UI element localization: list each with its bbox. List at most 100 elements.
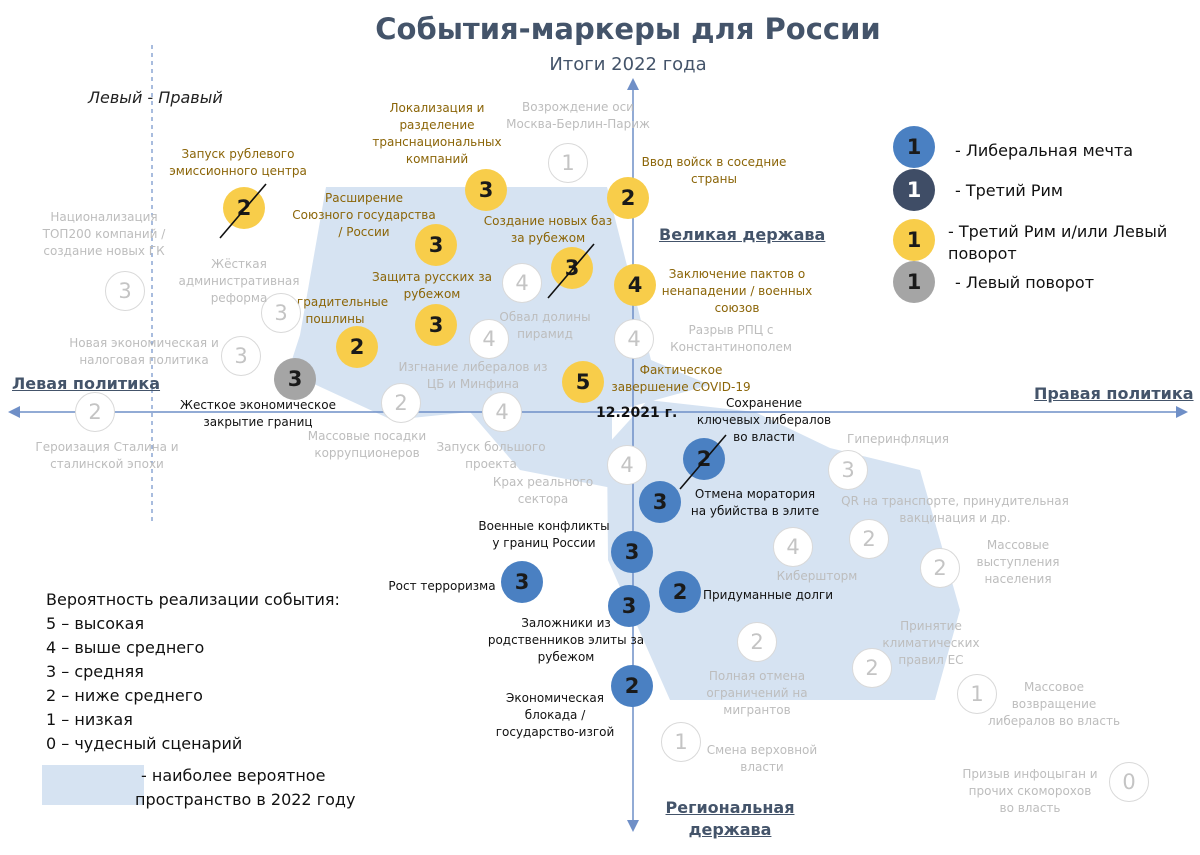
event-label-church-split: Разрыв РПЦ с Константинополем [611, 322, 851, 356]
event-marker-border-closing: 3 [274, 358, 316, 400]
axis-arrow-right [1176, 406, 1188, 418]
legend-circle-liberal: 1 [893, 126, 935, 168]
probability-item-1: 1 – низкая [46, 710, 133, 729]
event-label-line: Локализация и [389, 101, 485, 115]
event-label-line: у границ России [492, 536, 596, 550]
event-label-line: Разрыв РПЦ с [688, 323, 774, 337]
probability-item-3: 3 – средняя [46, 662, 144, 681]
event-label-line: налоговая политика [79, 353, 209, 367]
legend-circle-left-turn: 1 [893, 261, 935, 303]
axis-label-top: Великая держава [659, 225, 826, 244]
page-subtitle: Итоги 2022 года [549, 54, 707, 75]
event-label-line: Ввод войск в соседние [641, 155, 787, 169]
event-label-line: компаний [405, 152, 469, 166]
event-label-line: Фактическое [639, 363, 723, 377]
event-marker-expel-liberals: 4 [469, 319, 509, 359]
event-label-line: Заложники из [521, 616, 611, 630]
event-label-line: рубежом [403, 287, 461, 301]
event-label-line: Создание новых баз [483, 214, 613, 228]
event-label-line: Жёсткая [211, 257, 267, 271]
space-legend-line1: - наиболее вероятное [141, 766, 326, 785]
legend-circle-third-rome-left: 1 [893, 219, 935, 261]
event-marker-pyramids: 4 [502, 263, 542, 303]
event-label-hostages: Заложники из родственников элиты за рубежо… [446, 615, 686, 666]
event-marker-new-economic: 3 [221, 336, 261, 376]
event-label-line: рубежом [537, 650, 595, 664]
event-marker-moratorium: 3 [639, 481, 681, 523]
probability-item-2: 2 – ниже среднего [46, 686, 203, 705]
event-label-line: Полная отмена [708, 669, 806, 683]
event-label-line: Экономическая [506, 691, 604, 705]
event-marker-hard-reform: 3 [261, 293, 301, 333]
probability-item-0: 0 – чудесный сценарий [46, 734, 243, 753]
event-label-line: сталинской эпохи [50, 457, 164, 471]
event-label-terrorism: Рост терроризма [322, 578, 562, 595]
event-marker-terrorism: 3 [501, 561, 543, 603]
axis-label-left: Левая политика [12, 374, 161, 393]
event-label-line: Защита русских за [372, 270, 492, 284]
event-label-line: создание новых ГК [43, 244, 165, 258]
event-label-line: Жесткое экономическое [180, 398, 336, 412]
event-label-line: Заключение пактов о [668, 267, 806, 281]
event-label-line: Константинополем [670, 340, 792, 354]
event-label-line: QR на транспорте, принудительная [841, 494, 1069, 508]
event-label-line: Массовые [986, 538, 1050, 552]
event-marker-axis-revival: 1 [548, 143, 588, 183]
probability-item-4: 4 – выше среднего [46, 638, 205, 657]
event-label-stalin: Героизация Сталина и сталинской эпохи [0, 439, 227, 473]
event-label-line: либералов во власть [987, 714, 1121, 728]
legend-text-third-rome: - Третий Рим [955, 181, 1063, 200]
event-label-line: Смена верховной [706, 743, 818, 757]
event-label-line: пирамид [517, 327, 573, 341]
event-label-line: транснациональных [372, 135, 502, 149]
axis-arrow-down [627, 820, 639, 832]
event-marker-migrants: 2 [737, 622, 777, 662]
event-marker-corruption-arrests: 2 [381, 383, 421, 423]
event-label-pyramids: Обвал долины пирамид [425, 309, 665, 343]
event-label-line: Обвал долины [499, 310, 591, 324]
event-marker-nationalization: 3 [105, 271, 145, 311]
event-label-fake-debts: Придуманные долги [648, 587, 888, 604]
axis-label-bottom: Региональная держава [660, 798, 800, 839]
event-label-hard-reform: Жёсткая административная реформа [119, 256, 359, 307]
event-marker-covid-end: 5 [562, 361, 604, 403]
event-label-line: союзов [714, 301, 760, 315]
event-marker-localization: 3 [465, 169, 507, 211]
event-label-line: реформа [210, 291, 268, 305]
space-legend-swatch [42, 765, 144, 805]
event-marker-blockade: 2 [611, 665, 653, 707]
probability-item-5: 5 – высокая [46, 614, 145, 633]
event-label-line: Запуск рублевого [181, 147, 295, 161]
event-label-line: административная [178, 274, 300, 288]
event-label-line: Национализация [50, 210, 158, 224]
event-label-line: государство-изгой [495, 725, 615, 739]
event-marker-vertical-change: 1 [661, 722, 701, 762]
event-label-line: эмиссионного центра [169, 164, 307, 178]
space-legend-line2: пространство в 2022 году [135, 790, 356, 809]
event-label-line: Сохранение [725, 396, 803, 410]
event-label-line: прочих скоморохов [968, 784, 1092, 798]
event-label-line: Призыв инфоцыган и [962, 767, 1098, 781]
event-label-line: климатических [882, 636, 980, 650]
event-label-line: Героизация Сталина и [35, 440, 179, 454]
event-label-line: Военные конфликты [478, 519, 610, 533]
event-marker-info-gypsies: 0 [1109, 762, 1149, 802]
event-label-line: родственников элиты за [487, 633, 645, 647]
event-label-line: Рост терроризма [388, 579, 496, 593]
axis-arrow-left [8, 406, 20, 418]
event-label-line: ТОП200 компаний / [42, 227, 166, 241]
event-label-line: страны [691, 172, 737, 186]
event-marker-fake-debts: 2 [659, 571, 701, 613]
event-label-line: пошлины [305, 312, 365, 326]
left-right-label: Левый - Правый [88, 88, 223, 107]
